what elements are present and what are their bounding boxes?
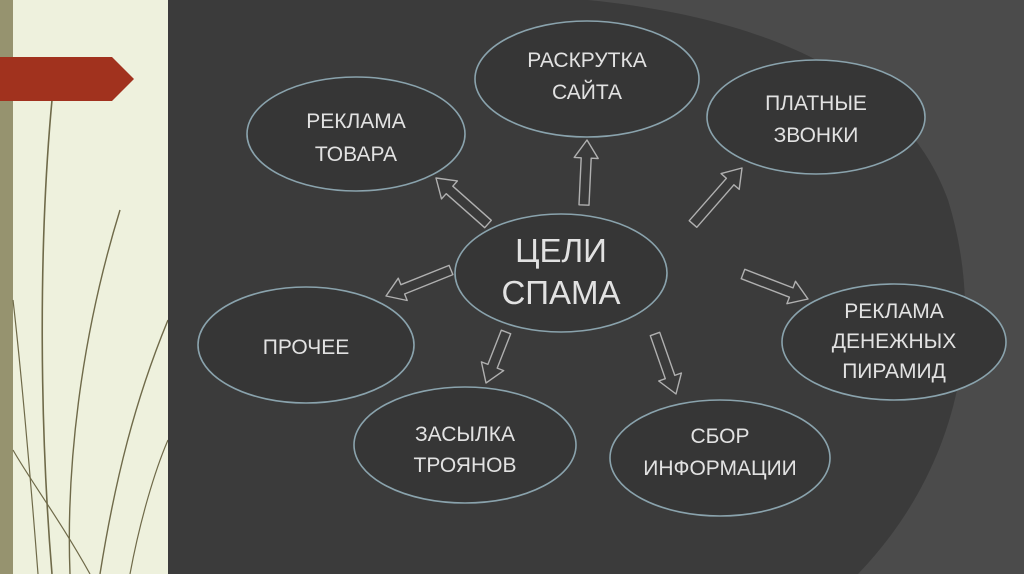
arrow-to-product-ads [435, 177, 492, 229]
deco-line [129, 439, 168, 574]
deco-line [12, 299, 39, 574]
accent-arrow-tab [0, 57, 134, 101]
center-line-2: СПАМА [501, 274, 620, 311]
node-line: ПЛАТНЫЕ [765, 92, 867, 115]
node-site-promotion: РАСКРУТКА САЙТА [474, 20, 700, 138]
arrow-to-pyramid-ads [740, 268, 809, 305]
arrows-layer [385, 139, 809, 395]
node-line: ИНФОРМАЦИИ [643, 457, 797, 480]
deco-line [99, 319, 168, 574]
arrow-to-paid-calls [688, 167, 743, 229]
center-node: ЦЕЛИ СПАМА [454, 213, 668, 333]
node-line: РЕКЛАМА [306, 110, 406, 133]
node-line: ТОВАРА [315, 143, 397, 166]
node-line: ПРОЧЕЕ [263, 336, 350, 359]
node-line: СБОР [690, 425, 749, 448]
background-swoosh [588, 0, 1024, 574]
node-info-collection: СБОР ИНФОРМАЦИИ [609, 399, 831, 517]
node-ellipse [246, 76, 466, 192]
sidebar-edge-strip [0, 0, 13, 574]
node-ellipse [474, 20, 700, 138]
node-ellipse [781, 283, 1007, 401]
decorative-grass-lines [12, 99, 168, 574]
accent-tab-shape [0, 57, 134, 101]
deco-line [12, 449, 91, 574]
stage-background [588, 0, 1024, 574]
node-line: РАСКРУТКА [527, 49, 647, 72]
arrow-to-info-collection [649, 331, 683, 395]
node-ellipse [609, 399, 831, 517]
node-ellipse [197, 286, 415, 404]
node-pyramid-ads: РЕКЛАМА ДЕНЕЖНЫХ ПИРАМИД [781, 283, 1007, 401]
arrow-to-site-promotion [573, 139, 599, 206]
center-line-1: ЦЕЛИ [515, 232, 607, 269]
node-product-ads: РЕКЛАМА ТОВАРА [246, 76, 466, 192]
node-line: РЕКЛАМА [844, 300, 944, 323]
node-line: ЗВОНКИ [774, 124, 859, 147]
node-line: ЗАСЫЛКА [415, 423, 515, 446]
node-line: ТРОЯНОВ [414, 454, 517, 477]
node-paid-calls: ПЛАТНЫЕ ЗВОНКИ [706, 59, 926, 175]
deco-line [41, 99, 53, 574]
node-trojans: ЗАСЫЛКА ТРОЯНОВ [353, 386, 577, 504]
arrow-to-other [385, 264, 454, 302]
node-line: ПИРАМИД [842, 360, 946, 383]
node-line: ДЕНЕЖНЫХ [832, 330, 957, 353]
node-ellipse [706, 59, 926, 175]
deco-line [68, 209, 121, 574]
node-ellipse [353, 386, 577, 504]
node-line: САЙТА [552, 80, 622, 104]
node-other: ПРОЧЕЕ [197, 286, 415, 404]
center-ellipse [454, 213, 668, 333]
arrow-to-trojans [480, 329, 512, 384]
